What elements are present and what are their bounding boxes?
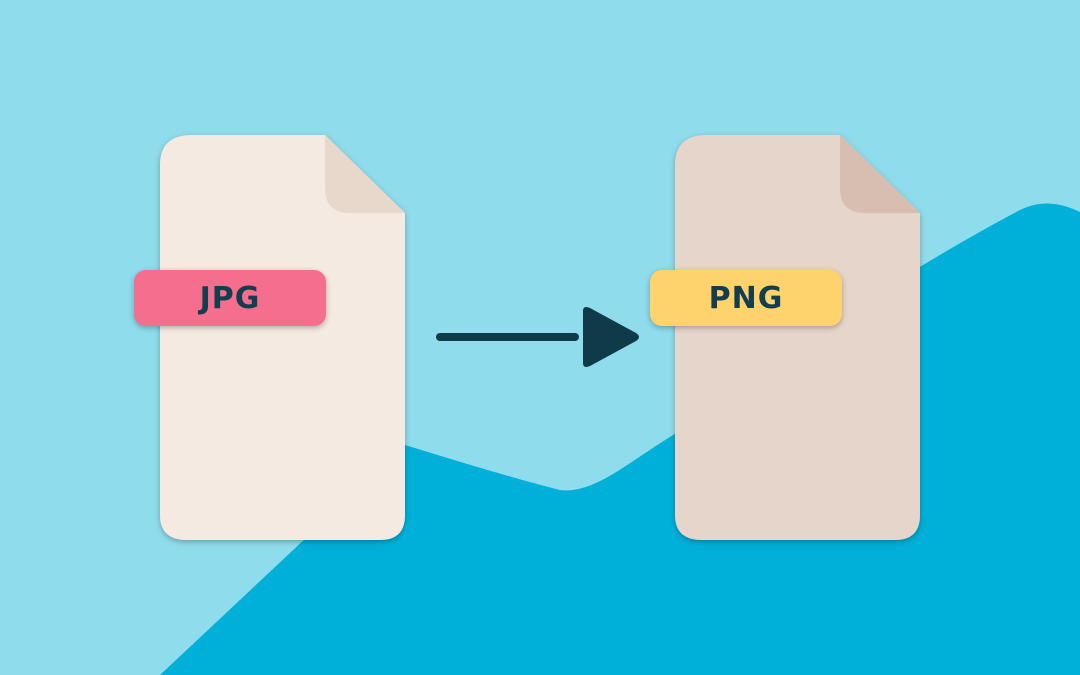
target-format-badge: PNG bbox=[650, 270, 842, 326]
target-format-label: PNG bbox=[708, 280, 784, 316]
source-file-icon bbox=[160, 135, 405, 540]
target-file-icon bbox=[675, 135, 920, 540]
arrow-right-icon bbox=[436, 307, 639, 367]
source-format-badge: JPG bbox=[134, 270, 326, 326]
source-format-label: JPG bbox=[199, 280, 261, 316]
source-file-fold bbox=[325, 135, 405, 213]
target-file-fold bbox=[840, 135, 920, 213]
